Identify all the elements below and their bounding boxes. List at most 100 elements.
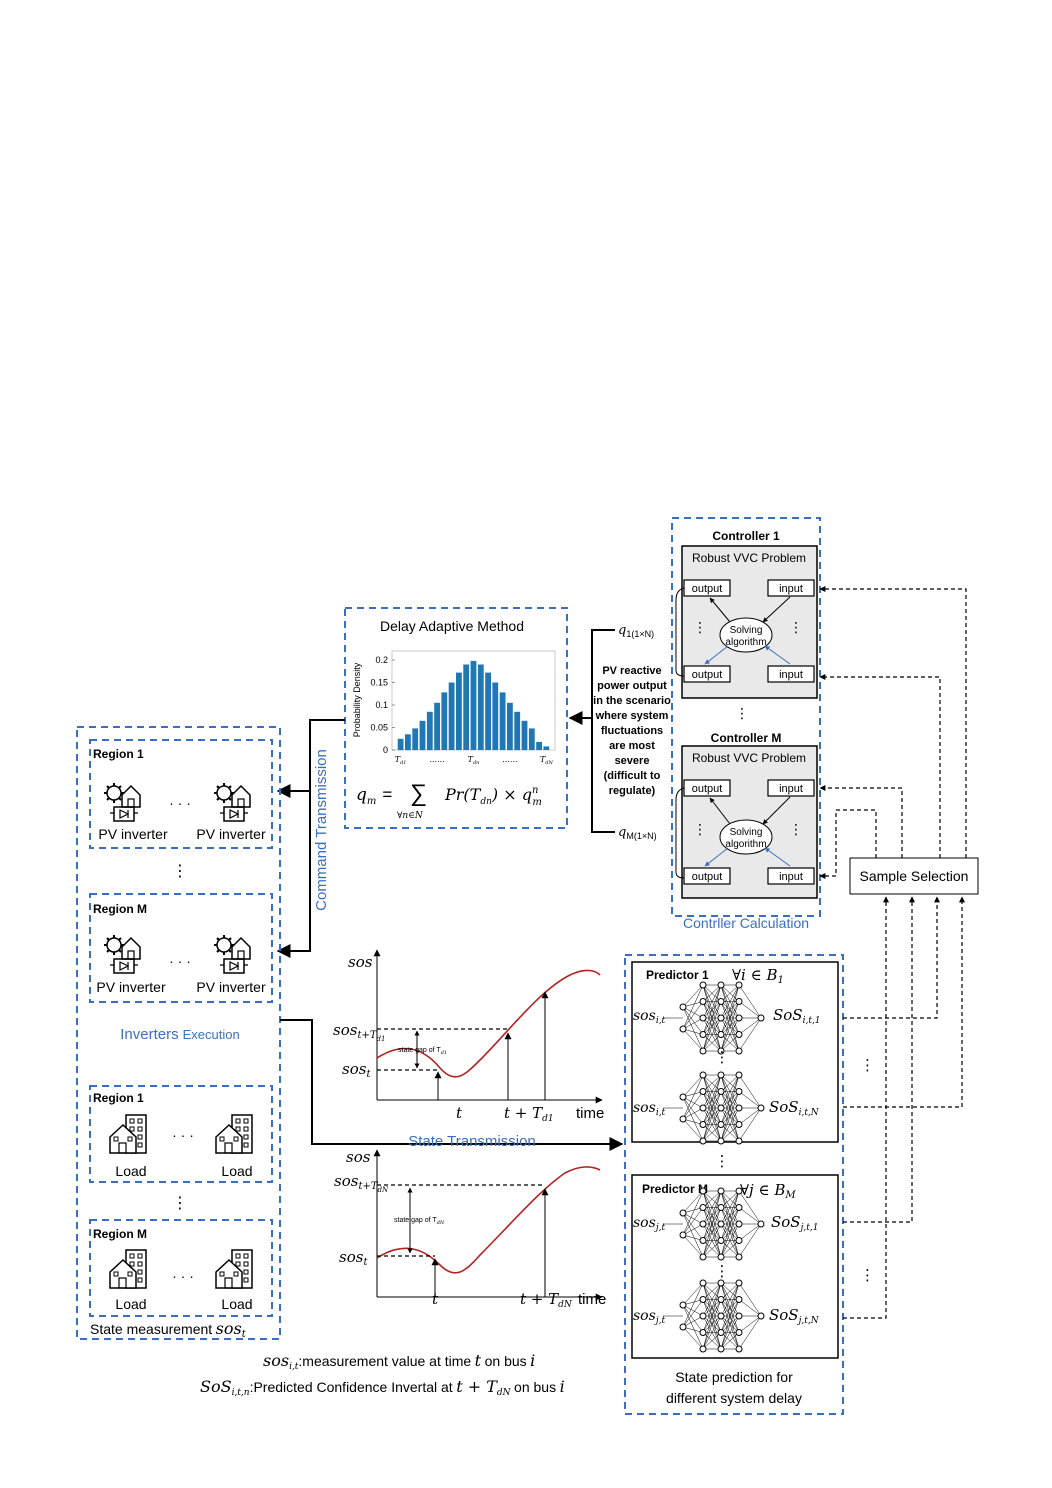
nn-node <box>735 1121 743 1128</box>
delay-method-title: Delay Adaptive Method <box>380 618 524 634</box>
legend-line-1: sosi,t:measurement value at time t on bu… <box>263 1351 535 1372</box>
c1-algorithm: algorithm <box>725 637 766 648</box>
svg-text:⋮: ⋮ <box>860 1267 875 1284</box>
nn-edge <box>702 1299 722 1350</box>
nn-node <box>699 1088 707 1095</box>
svg-text:⋮: ⋮ <box>693 821 707 837</box>
nn-edge <box>720 1332 740 1350</box>
nn-node <box>735 1220 743 1228</box>
left-column-frame <box>76 726 281 1340</box>
nn-edge <box>702 1001 722 1052</box>
nn-edge <box>738 1001 762 1019</box>
p1-input-top: sosi,t <box>633 1008 666 1026</box>
nn-edge <box>720 1091 740 1142</box>
bar <box>543 746 550 750</box>
nn-edge <box>702 1074 722 1125</box>
q1-label: q1(1×N) <box>618 623 654 639</box>
nn-edge <box>682 1006 704 1052</box>
plot1-upper-label: sost+Td1 <box>333 1021 385 1043</box>
svg-text:where system: where system <box>595 710 669 722</box>
nn-edge <box>682 1304 704 1333</box>
nn-node <box>699 1329 707 1336</box>
svg-text:⋮: ⋮ <box>715 1049 730 1066</box>
delay-adaptive-block: Delay Adaptive Method 00.050.10.150.2Td1… <box>344 607 568 829</box>
nn-edge <box>702 1190 722 1208</box>
nn-node <box>699 981 707 989</box>
p1-input-bottom: sosi,t <box>633 1100 666 1118</box>
nn-edge <box>702 1282 722 1317</box>
nn-edge <box>720 1299 740 1350</box>
nn-edge <box>738 1282 762 1317</box>
bar <box>528 728 535 750</box>
svg-text:⋮: ⋮ <box>172 1195 188 1212</box>
nn-edge <box>682 1107 704 1120</box>
nn-edge <box>720 1107 740 1142</box>
nn-edge <box>682 1282 704 1328</box>
inv-dots: · · · <box>169 953 191 969</box>
load-region-1-label: Region 1 <box>93 1091 144 1105</box>
bar <box>485 672 491 750</box>
bar <box>477 664 484 750</box>
nn-node <box>735 1329 743 1336</box>
plot2-gap-label: state gap of TdN <box>394 1217 445 1226</box>
bar <box>426 711 433 751</box>
nn-edge <box>738 1017 762 1052</box>
nn-node <box>735 1014 743 1022</box>
nn-edge <box>682 1282 704 1306</box>
cm-output-top: output <box>692 783 723 795</box>
svg-text:PV reactive: PV reactive <box>602 665 661 677</box>
nn-edge <box>720 1017 740 1052</box>
nn-node <box>699 1014 707 1022</box>
bar <box>441 692 448 750</box>
nn-edge <box>702 1034 722 1052</box>
nn-node <box>699 1121 707 1128</box>
nn-edge <box>682 1299 704 1328</box>
nn-node <box>735 1047 743 1055</box>
nn-node <box>717 1253 725 1261</box>
nn-node <box>717 1047 725 1055</box>
load-region-m-label: Region M <box>93 1227 147 1241</box>
c1-input-bottom: input <box>779 669 803 681</box>
inv-region-1-label: Region 1 <box>93 747 144 761</box>
nn-node <box>717 1312 725 1320</box>
nn-edge <box>720 1223 740 1258</box>
bar <box>492 682 499 750</box>
pv-inverter-icon <box>103 934 141 974</box>
nn-edge <box>720 1034 740 1052</box>
controller-m-problem: Robust VVC Problem <box>692 751 806 765</box>
nn-node <box>735 1071 743 1079</box>
nn-node <box>717 981 725 989</box>
c1-solving: Solving <box>730 625 763 636</box>
cm-input-bottom: input <box>779 871 803 883</box>
load-building-icon <box>215 1114 253 1154</box>
load-label: Load <box>221 1163 252 1179</box>
nn-edge <box>720 1190 740 1258</box>
nn-edge <box>682 1212 704 1258</box>
nn-edge <box>720 1074 740 1125</box>
x-tick-label: ...... <box>502 755 517 764</box>
load-label: Load <box>115 1163 146 1179</box>
nn-edge <box>720 1282 740 1300</box>
nn-edge <box>702 1282 722 1333</box>
nn-node <box>699 1279 707 1287</box>
load-region-m: Region M · · · Load Load <box>89 1219 273 1317</box>
nn-node <box>717 1014 725 1022</box>
nn-edge <box>682 1091 704 1120</box>
nn-edge <box>702 1207 722 1258</box>
nn-edge <box>738 1207 762 1225</box>
bar <box>397 738 404 751</box>
nn-edge <box>702 1190 722 1241</box>
bar <box>405 734 411 751</box>
plot1-tick-t: t <box>456 1104 463 1122</box>
svg-text:⋮: ⋮ <box>860 1057 875 1074</box>
nn-edge <box>738 1190 762 1225</box>
nn-node <box>679 1209 687 1217</box>
nn-node <box>735 1345 743 1353</box>
bar <box>470 660 477 750</box>
svg-text:(difficult to: (difficult to <box>604 770 661 782</box>
nn-edge <box>702 1282 722 1350</box>
nn-node <box>679 1003 687 1011</box>
pv-inverter-label: PV inverter <box>96 979 166 995</box>
svg-text:⋮: ⋮ <box>789 619 803 635</box>
